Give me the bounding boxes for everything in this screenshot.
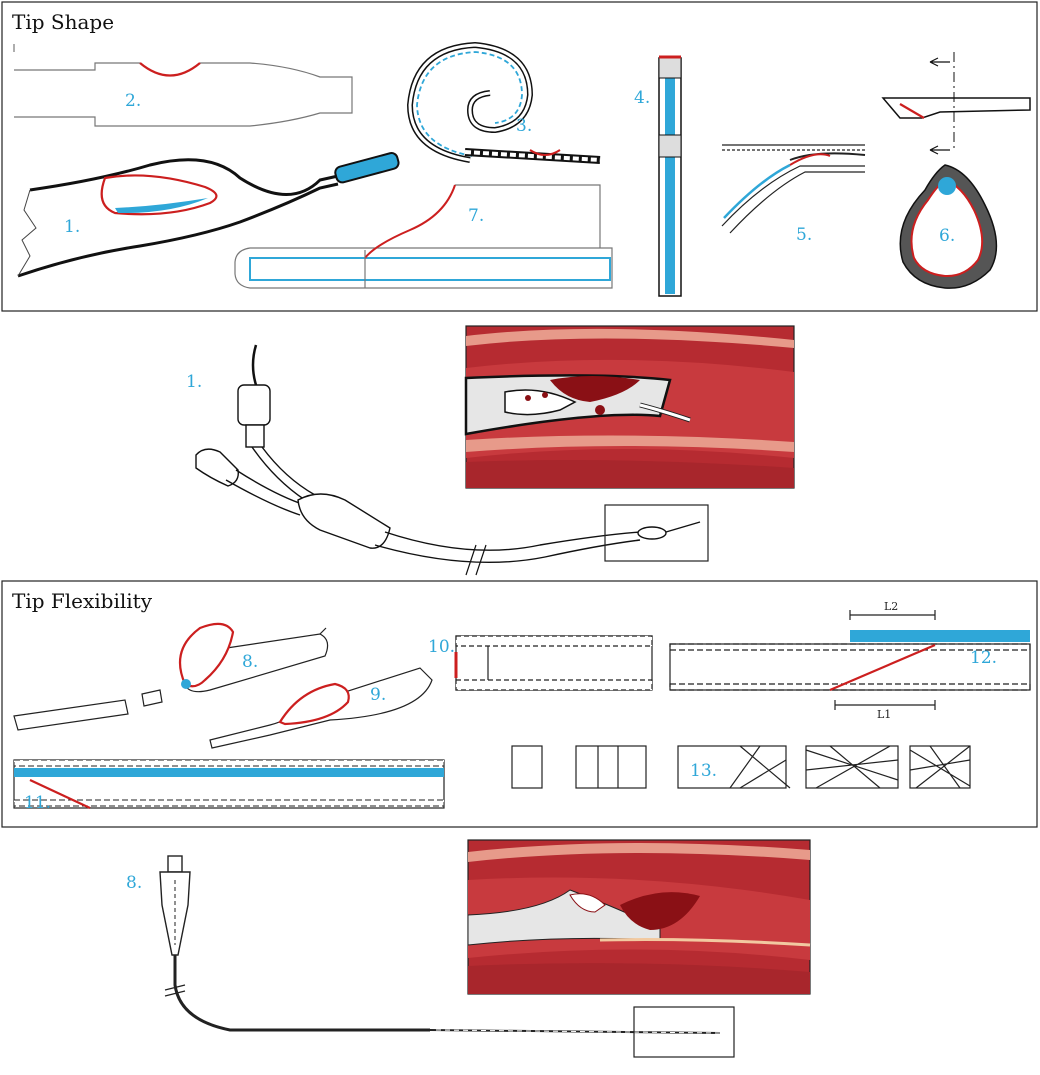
label-1: 1. [64, 217, 80, 237]
tip-flexibility-frame [1, 580, 1038, 828]
flex-10-drawing [454, 635, 653, 691]
label-3: 3. [516, 116, 532, 136]
tip-flexibility-panel: Tip Flexibility 8. 9. 11. [1, 580, 1038, 828]
tip-shape-panel: Tip Shape 2. 1. 7. [1, 1, 1038, 312]
tip-4-drawing [658, 55, 682, 297]
flex-11-drawing [13, 759, 445, 809]
dim-L1: L1 [877, 708, 891, 721]
tip-shape-title: Tip Shape [12, 10, 114, 34]
vessel-inset-1 [464, 325, 795, 489]
label-7: 7. [468, 206, 484, 226]
label-12: 12. [970, 648, 997, 668]
label-2: 2. [125, 91, 141, 111]
flex-8-window [178, 622, 235, 688]
tip-flexibility-title: Tip Flexibility [12, 589, 153, 613]
device-8-illustration [159, 855, 721, 1034]
flex-13-drawing [511, 745, 971, 789]
label-13: 13. [690, 761, 717, 781]
flex-8-blue-dot [181, 679, 191, 689]
device-1-illustration [195, 344, 701, 576]
tip-2-drawing [13, 44, 353, 127]
flex-8-drawing [13, 627, 329, 731]
tip-7-drawing [234, 184, 613, 289]
tip-5-drawing [721, 144, 866, 234]
tip-shape-frame [1, 1, 1038, 312]
tip-1-blue-wire [115, 198, 208, 214]
device-1-label: 1. [186, 372, 202, 392]
flex-12-drawing [669, 610, 1031, 710]
label-9: 9. [370, 685, 386, 705]
tip-3-drawing [406, 41, 601, 164]
tip-1-wire-tip [334, 152, 400, 184]
device-1-zoom-box [604, 504, 709, 562]
vessel-inset-2 [467, 839, 811, 995]
tip-6-drawing [881, 52, 1031, 289]
label-6: 6. [939, 226, 955, 246]
tip-1-drawing [17, 158, 339, 278]
label-10: 10. [428, 637, 455, 657]
label-4: 4. [634, 88, 650, 108]
label-5: 5. [796, 225, 812, 245]
dim-L2: L2 [884, 600, 898, 613]
device-8-label: 8. [126, 873, 142, 893]
flex-9-window [278, 682, 350, 726]
label-8: 8. [242, 652, 258, 672]
label-11: 11. [24, 793, 51, 813]
device-8-zoom-box [633, 1006, 735, 1058]
